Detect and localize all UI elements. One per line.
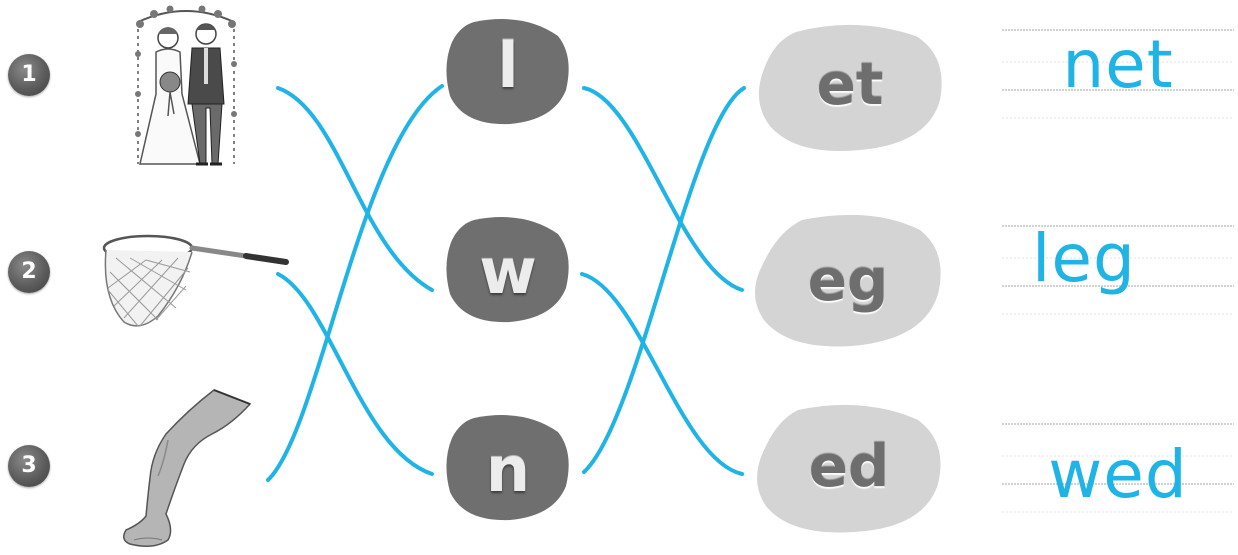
rime-letters: ed [808,432,890,500]
onset-blob-n: n [444,412,572,522]
rime-blob-shape [755,214,941,347]
bride-and-groom-picture [135,5,237,166]
connector-line-l-to-eg [582,86,744,292]
writing-lines [1002,225,1234,315]
onset-letter: l [497,29,519,102]
number-badge-2: 2 [8,251,50,293]
onset-blob-w: w [444,214,572,324]
butterfly-net-picture [102,234,289,327]
answer-box-3[interactable]: wed [1002,422,1234,514]
number-label: 1 [21,62,37,87]
rime-blob-eg: eg [752,212,944,350]
leg-picture [123,389,252,547]
onset-blob-shape [446,217,569,323]
onset-blob-shape [446,415,569,521]
answer-box-1[interactable]: net [1002,28,1234,120]
number-badge-1: 1 [8,54,50,96]
answer-box-2[interactable]: leg [1002,224,1234,316]
rime-blob-shape [757,404,941,533]
answer-word: leg [1032,220,1136,297]
rime-blob-shape [758,24,942,152]
onset-blob-l: l [444,16,572,126]
rime-blob-ed: ed [754,402,944,536]
onset-letter: w [479,235,537,308]
connector-line-1-to-w [276,86,434,292]
connector-line-n-to-et [582,86,746,474]
rime-letters: et [816,50,884,118]
onset-letter: n [485,433,531,506]
connector-line-3-to-l [266,84,444,482]
answer-word: net [1062,26,1174,103]
rime-blob-et: et [756,22,944,154]
rime-letters: eg [807,246,889,314]
answer-word: wed [1048,436,1188,513]
number-badge-3: 3 [8,445,50,487]
writing-lines [1002,423,1234,513]
connector-line-2-to-n [276,272,434,476]
connector-line-w-to-ed [580,272,744,476]
number-label: 2 [21,259,37,284]
writing-lines [1002,29,1234,119]
number-label: 3 [21,453,37,478]
onset-blob-shape [446,19,569,125]
